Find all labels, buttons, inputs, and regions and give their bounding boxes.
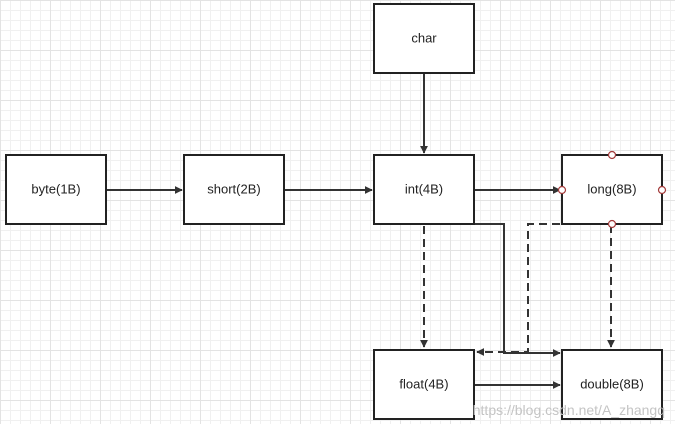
- connection-handle-right[interactable]: [657, 185, 667, 195]
- node-float[interactable]: float(4B): [373, 349, 475, 420]
- node-long[interactable]: long(8B): [557, 150, 667, 229]
- node-float-label: float(4B): [399, 376, 448, 391]
- node-int[interactable]: int(4B): [373, 154, 475, 225]
- node-long-label: long(8B): [587, 181, 636, 196]
- edge-long-float-dashed: [476, 223, 560, 356]
- node-int-label: int(4B): [405, 181, 443, 196]
- node-short-label: short(2B): [207, 181, 260, 196]
- connection-handle-top[interactable]: [607, 150, 617, 160]
- connection-handle-left[interactable]: [557, 185, 567, 195]
- watermark: https://blog.csdn.net/A_zhangq: [472, 402, 665, 418]
- edge-int-double: [474, 223, 561, 357]
- node-double[interactable]: double(8B): [561, 349, 663, 420]
- node-char-label: char: [411, 30, 437, 45]
- node-byte-label: byte(1B): [31, 181, 80, 196]
- node-short[interactable]: short(2B): [183, 154, 285, 225]
- connection-handle-bottom[interactable]: [607, 219, 617, 229]
- node-byte[interactable]: byte(1B): [5, 154, 107, 225]
- node-char[interactable]: char: [373, 3, 475, 74]
- node-double-label: double(8B): [580, 376, 644, 391]
